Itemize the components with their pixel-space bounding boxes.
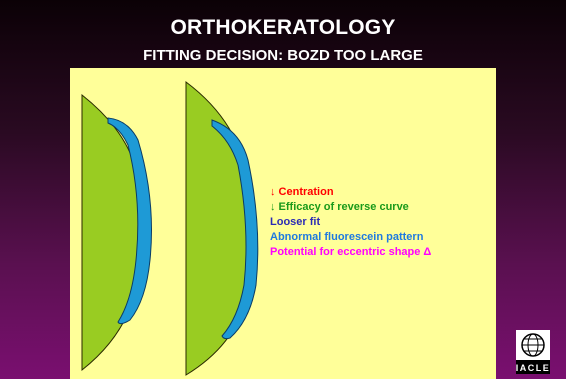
logo-text: IACLE: [516, 363, 550, 373]
bullet-efficacy: ↓ Efficacy of reverse curve: [270, 200, 431, 215]
iacle-logo: IACLE: [516, 330, 550, 374]
bullet-centration: ↓ Centration: [270, 185, 431, 200]
bullet-looser-fit: Looser fit: [270, 215, 431, 230]
outcome-list: ↓ Centration ↓ Efficacy of reverse curve…: [270, 185, 431, 260]
bullet-eccentric-shape: Potential for eccentric shape Δ: [270, 245, 431, 260]
bullet-fluorescein: Abnormal fluorescein pattern: [270, 230, 431, 245]
